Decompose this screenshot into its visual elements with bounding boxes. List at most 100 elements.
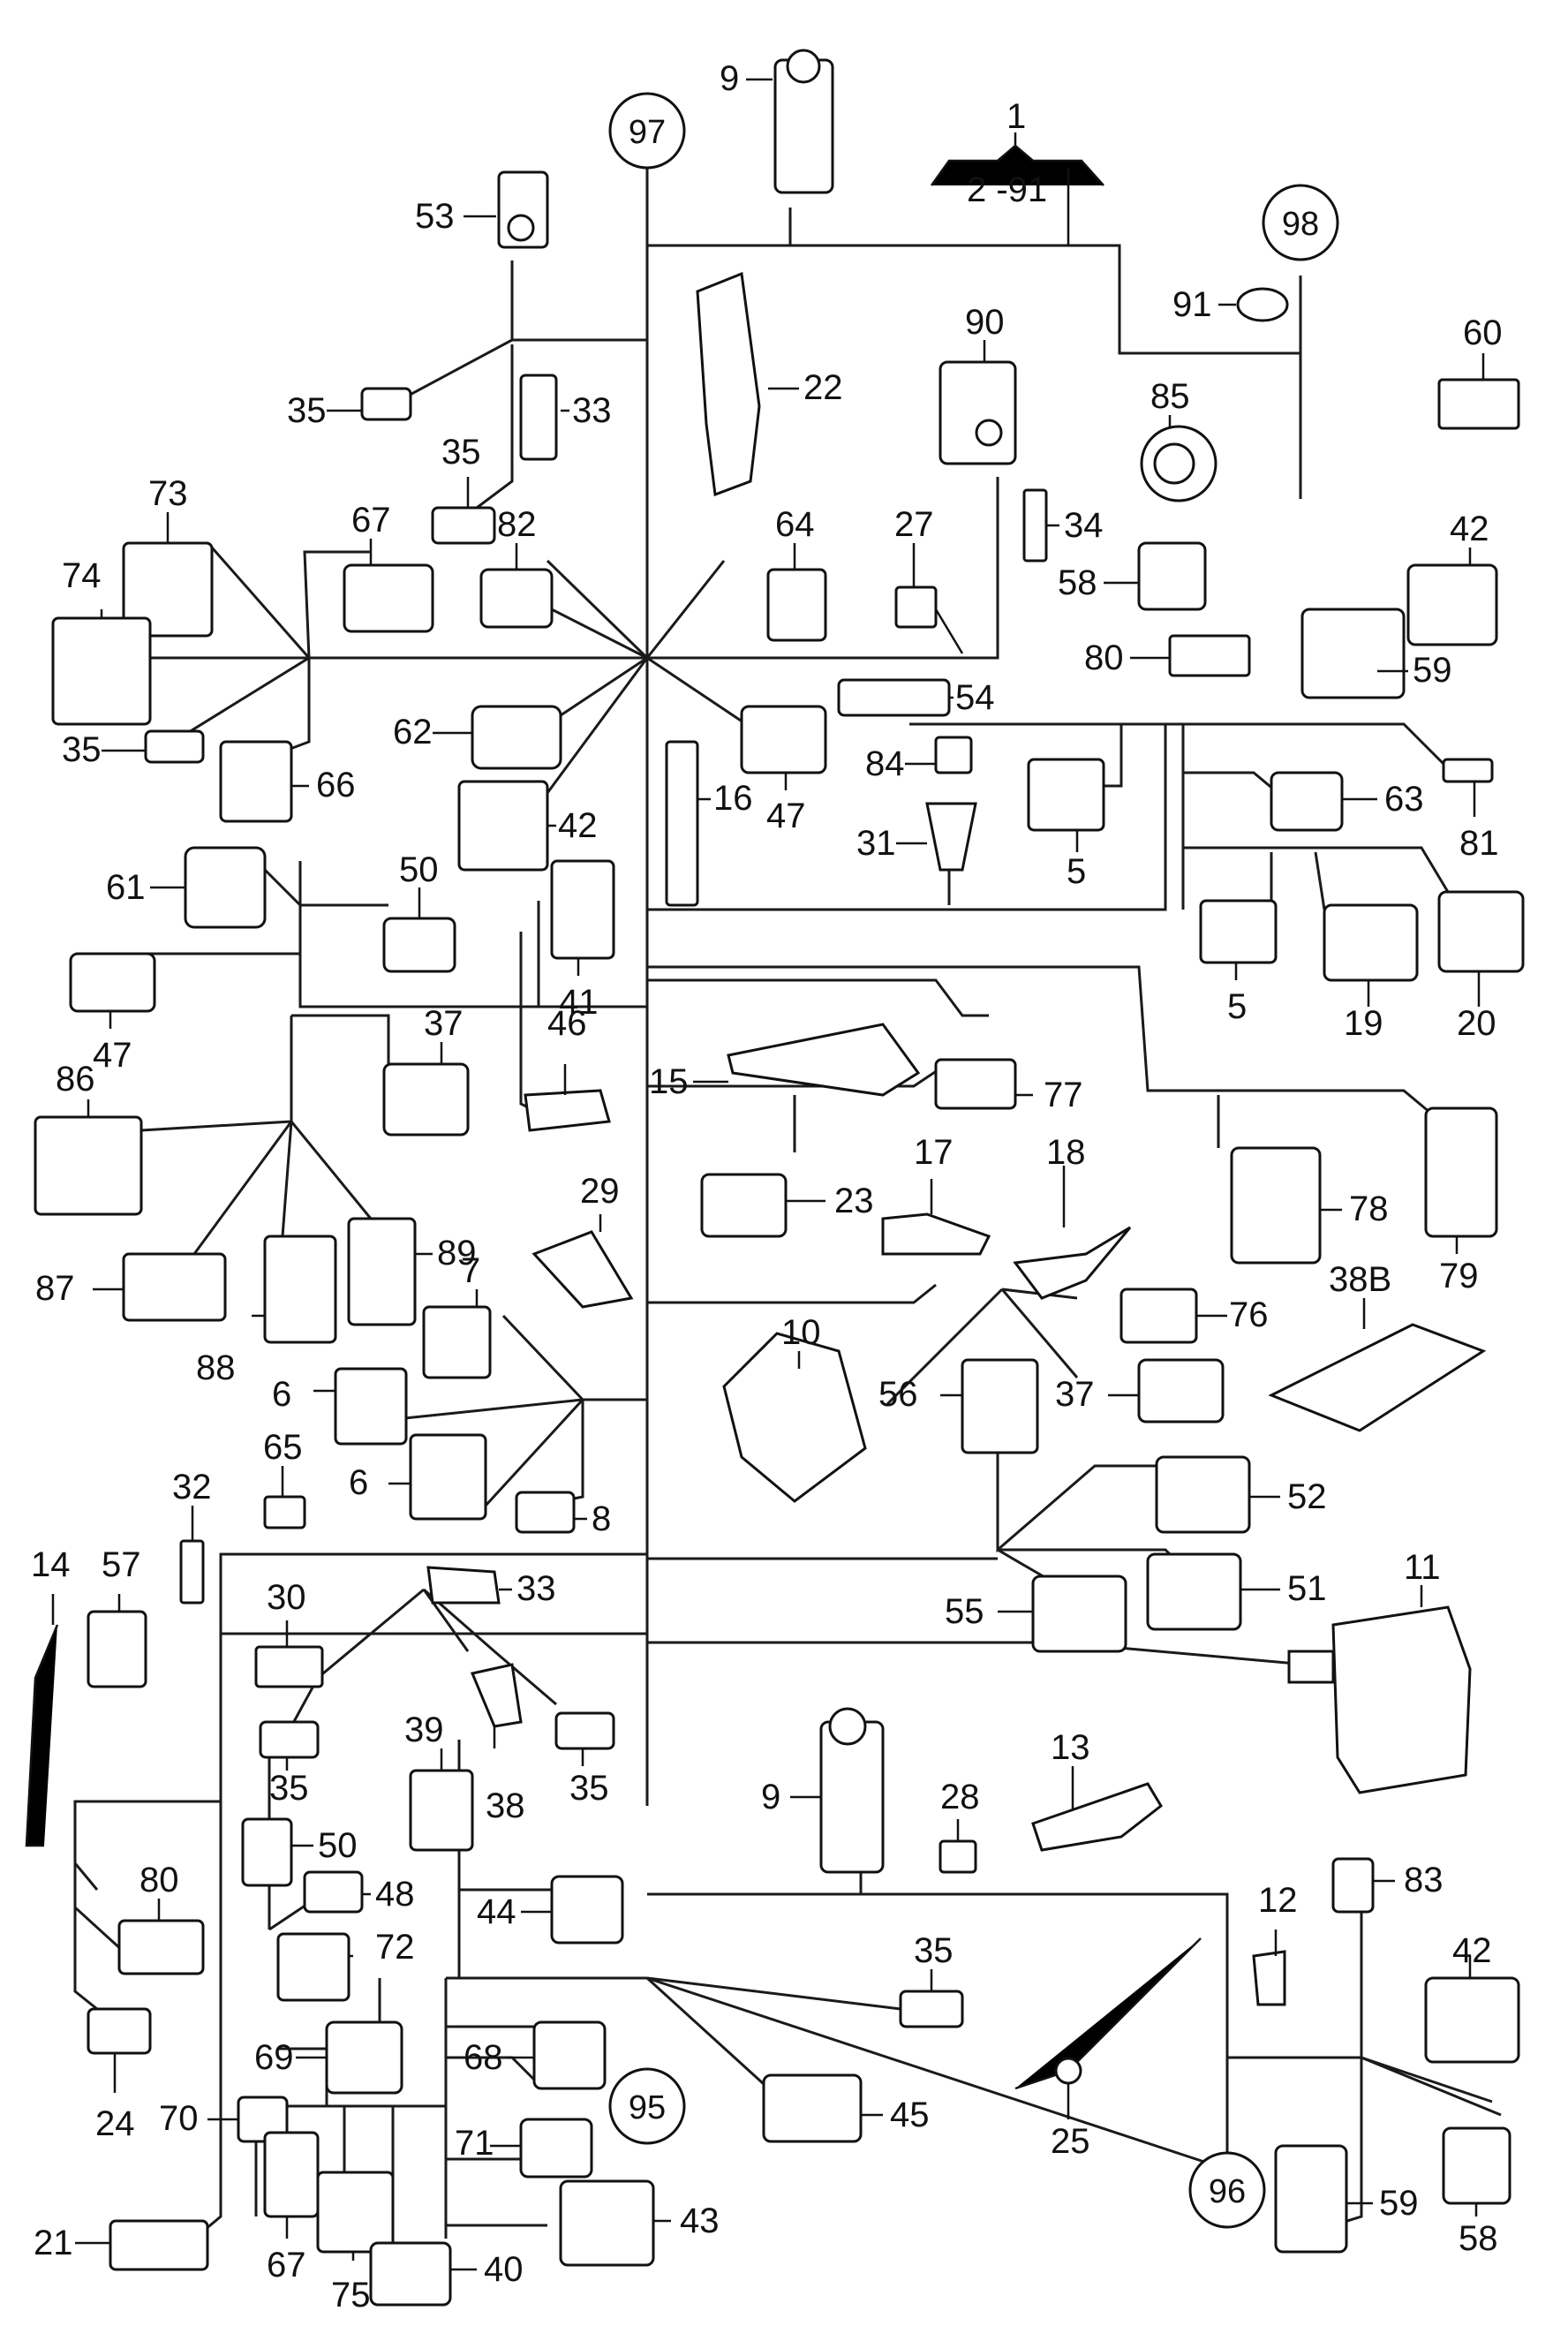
label-28: 28 bbox=[940, 1778, 980, 1816]
part-81 bbox=[1442, 758, 1494, 783]
part-58a bbox=[1137, 541, 1207, 611]
ref-circle-95: 95 bbox=[608, 2067, 686, 2145]
part-25 bbox=[1014, 1937, 1202, 2090]
part-55 bbox=[1031, 1575, 1127, 1653]
label-8: 8 bbox=[592, 1499, 611, 1538]
label-33a: 33 bbox=[572, 391, 612, 430]
part-84 bbox=[934, 736, 973, 774]
part-88 bbox=[263, 1235, 337, 1344]
label-91: 91 bbox=[1172, 285, 1212, 324]
label-41: 41 bbox=[559, 983, 599, 1022]
label-90: 90 bbox=[965, 303, 1005, 342]
part-23 bbox=[700, 1173, 788, 1238]
label-65: 65 bbox=[263, 1428, 303, 1467]
part-72 bbox=[276, 1932, 351, 2002]
title-range: 2 -91 bbox=[967, 170, 1047, 209]
label-37a: 37 bbox=[424, 1004, 464, 1043]
label-24: 24 bbox=[95, 2104, 135, 2143]
harness-wires bbox=[73, 168, 1502, 2240]
part-62 bbox=[471, 705, 562, 770]
part-34 bbox=[1022, 488, 1048, 563]
part-65 bbox=[263, 1495, 306, 1529]
part-51 bbox=[1146, 1552, 1242, 1631]
part-7 bbox=[422, 1305, 492, 1379]
label-43: 43 bbox=[680, 2201, 720, 2240]
label-17: 17 bbox=[914, 1133, 954, 1172]
label-35f: 35 bbox=[914, 1931, 954, 1970]
label-70: 70 bbox=[159, 2099, 199, 2138]
part-6b bbox=[409, 1433, 487, 1521]
label-6a: 6 bbox=[272, 1375, 291, 1414]
title-block: 1 2 -91 bbox=[930, 97, 1104, 245]
part-79 bbox=[1424, 1106, 1498, 1238]
label-38B: 38B bbox=[1329, 1260, 1391, 1299]
label-9b: 9 bbox=[761, 1778, 780, 1816]
label-6b: 6 bbox=[349, 1463, 368, 1502]
part-33b bbox=[426, 1566, 501, 1605]
label-20: 20 bbox=[1457, 1004, 1496, 1043]
part-87 bbox=[122, 1252, 227, 1322]
part-71 bbox=[519, 2118, 593, 2179]
label-35e: 35 bbox=[569, 1769, 609, 1808]
label-27: 27 bbox=[894, 505, 934, 544]
label-63: 63 bbox=[1384, 780, 1424, 819]
label-15: 15 bbox=[649, 1062, 689, 1101]
part-69 bbox=[325, 2020, 403, 2095]
label-13: 13 bbox=[1051, 1728, 1090, 1767]
label-35b: 35 bbox=[441, 433, 481, 472]
part-77 bbox=[934, 1058, 1017, 1110]
part-45 bbox=[762, 2073, 863, 2143]
part-6a bbox=[334, 1367, 408, 1446]
part-46 bbox=[524, 1089, 611, 1132]
label-22: 22 bbox=[803, 368, 843, 407]
part-10 bbox=[722, 1332, 867, 1503]
label-29: 29 bbox=[580, 1172, 620, 1211]
label-38: 38 bbox=[486, 1786, 525, 1825]
label-12: 12 bbox=[1258, 1881, 1298, 1920]
label-5a: 5 bbox=[1067, 852, 1086, 891]
part-35a bbox=[360, 387, 412, 421]
label-25: 25 bbox=[1051, 2122, 1090, 2161]
part-24 bbox=[87, 2007, 152, 2055]
part-91 bbox=[1236, 287, 1289, 322]
label-47b: 47 bbox=[93, 1036, 132, 1075]
label-57: 57 bbox=[102, 1545, 141, 1584]
part-27 bbox=[894, 585, 964, 654]
part-41 bbox=[550, 859, 615, 960]
part-16 bbox=[665, 740, 699, 907]
part-59a bbox=[1300, 608, 1406, 699]
part-76 bbox=[1119, 1288, 1198, 1344]
part-50b bbox=[241, 1817, 293, 1887]
part-83 bbox=[1331, 1857, 1375, 1914]
part-30 bbox=[254, 1645, 324, 1688]
label-83: 83 bbox=[1404, 1861, 1444, 1899]
part-42c bbox=[1424, 1976, 1520, 2064]
label-71: 71 bbox=[455, 2124, 494, 2163]
part-48 bbox=[303, 1870, 364, 1914]
label-35a: 35 bbox=[287, 391, 327, 430]
label-23: 23 bbox=[834, 1182, 874, 1220]
ref-circle-98: 98 bbox=[1262, 184, 1339, 261]
label-60: 60 bbox=[1463, 313, 1503, 352]
part-43 bbox=[559, 2179, 655, 2267]
label-34: 34 bbox=[1064, 506, 1104, 545]
label-45: 45 bbox=[890, 2096, 930, 2134]
part-47b bbox=[69, 952, 156, 1013]
label-39: 39 bbox=[404, 1711, 444, 1749]
part-37a bbox=[382, 1062, 470, 1137]
part-53 bbox=[497, 170, 549, 249]
label-59b: 59 bbox=[1379, 2184, 1419, 2223]
part-58b bbox=[1442, 2126, 1511, 2205]
part-8 bbox=[515, 1491, 576, 1534]
part-89 bbox=[347, 1217, 417, 1326]
part-82 bbox=[479, 568, 554, 629]
label-50a: 50 bbox=[399, 850, 439, 889]
label-81: 81 bbox=[1459, 824, 1499, 863]
label-58a: 58 bbox=[1058, 563, 1097, 602]
part-35b bbox=[431, 506, 496, 545]
part-21 bbox=[109, 2219, 209, 2271]
part-64 bbox=[766, 568, 827, 642]
label-46: 46 bbox=[547, 1004, 587, 1043]
part-38 bbox=[470, 1663, 523, 1728]
part-5b bbox=[1199, 899, 1278, 964]
